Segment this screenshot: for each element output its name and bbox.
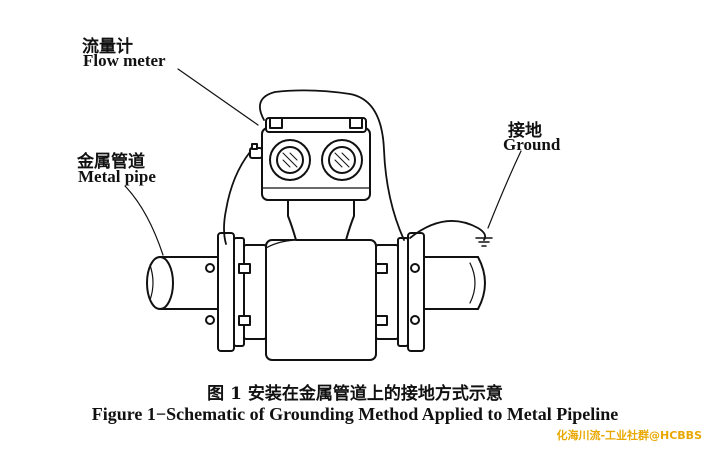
figure-caption-en: Figure 1−Schematic of Grounding Method A… xyxy=(91,404,619,424)
left-bolts xyxy=(205,263,251,326)
right-flange xyxy=(375,232,425,352)
metal-pipe-label-cn: 金属管道 xyxy=(77,152,145,172)
left-flange xyxy=(217,232,267,352)
figure-caption-cn: 图 1 安装在金属管道上的接地方式示意 xyxy=(207,384,503,404)
cable-glands xyxy=(269,139,363,181)
ground-wires xyxy=(223,89,487,245)
watermark-text: 化海川流-工业社群@HCBBS xyxy=(556,429,702,442)
metal-pipe-label-en: Metal pipe xyxy=(78,167,156,186)
flow-meter-label-cn: 流量计 xyxy=(82,37,133,57)
right-bolts xyxy=(375,263,420,326)
meter-body xyxy=(265,239,377,361)
ground-symbol-icon xyxy=(475,237,493,247)
label-leaders xyxy=(124,68,522,256)
flow-meter-label-en: Flow meter xyxy=(83,51,166,70)
ground-label-cn: 接地 xyxy=(508,121,542,141)
meter-neck xyxy=(287,199,355,241)
left-pipe xyxy=(146,256,219,310)
ground-label-en: Ground xyxy=(503,135,561,154)
